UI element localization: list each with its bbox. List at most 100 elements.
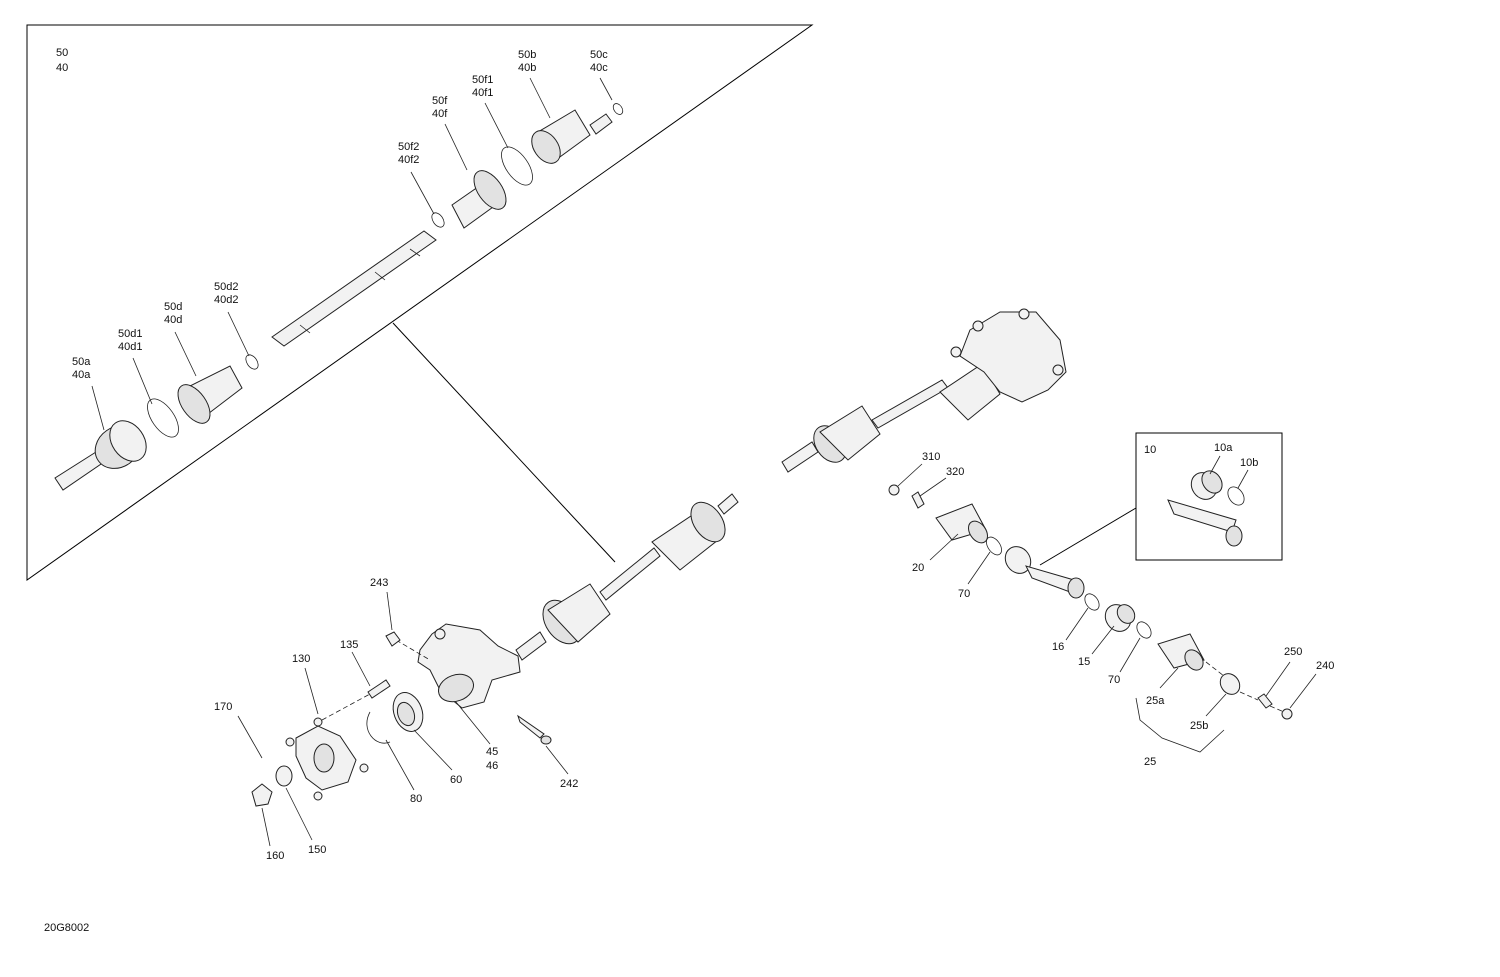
inner-boot — [451, 170, 507, 229]
label-40d2: 40d2 — [214, 294, 238, 306]
label-10a: 10a — [1214, 442, 1233, 454]
label-40f1: 40f1 — [472, 87, 493, 99]
leader-50f1 — [484, 102, 509, 149]
ring-70-lower — [1136, 621, 1152, 639]
clip-16 — [1084, 593, 1100, 611]
washer-310 — [888, 484, 900, 496]
label-160: 160 — [266, 850, 284, 862]
dash-243 — [395, 639, 431, 661]
label-80: 80 — [410, 793, 422, 805]
leader-50b — [529, 77, 551, 119]
half-shaft-assembly — [515, 493, 739, 661]
leader-50d2 — [227, 311, 250, 357]
label-25a: 25a — [1146, 695, 1165, 707]
label-70-lower: 70 — [1108, 674, 1120, 686]
leader-135 — [351, 651, 371, 687]
label-40c: 40c — [590, 62, 608, 74]
leader-10a — [1209, 455, 1221, 475]
label-40f2: 40f2 — [398, 154, 419, 166]
label-320: 320 — [946, 466, 964, 478]
boot-clamp-inner-large — [501, 146, 533, 186]
label-60: 60 — [450, 774, 462, 786]
label-40b: 40b — [518, 62, 536, 74]
label-10b: 10b — [1240, 457, 1258, 469]
label-40f: 40f — [432, 108, 448, 120]
leader-16 — [1065, 607, 1089, 641]
label-40d: 40d — [164, 314, 182, 326]
label-50f: 50f — [432, 95, 448, 107]
leader-250 — [1265, 661, 1291, 697]
circlip — [612, 103, 624, 115]
leader-45 — [455, 701, 491, 745]
label-45: 45 — [486, 746, 498, 758]
leader-50f — [444, 123, 468, 171]
leader-50d1 — [132, 357, 153, 405]
leader-130 — [304, 667, 319, 715]
label-50d2: 50d2 — [214, 281, 238, 293]
label-40a: 40a — [72, 369, 91, 381]
leader-70-lower — [1119, 637, 1141, 673]
label-50d: 50d — [164, 301, 182, 313]
diagram-code: 20G8002 — [44, 922, 89, 934]
leader-150 — [285, 787, 313, 841]
boot-clamp-large — [147, 398, 179, 438]
leader-50d — [174, 331, 197, 377]
label-50f2: 50f2 — [398, 141, 419, 153]
label-150: 150 — [308, 844, 326, 856]
steering-knuckle — [417, 623, 521, 709]
coupler-15 — [1104, 604, 1136, 632]
leader-242 — [545, 745, 569, 775]
bolt-242-head — [540, 735, 552, 745]
inset-frame-triangle — [26, 24, 814, 581]
inset-box-leader — [1039, 507, 1137, 566]
stud-135 — [367, 679, 391, 699]
leader-25a — [1159, 667, 1179, 689]
label-240: 240 — [1316, 660, 1334, 672]
castle-nut — [251, 783, 273, 807]
leader-320 — [919, 477, 947, 497]
label-135: 135 — [340, 639, 358, 651]
label-50d1: 50d1 — [118, 328, 142, 340]
label-16: 16 — [1052, 641, 1064, 653]
label-20: 20 — [912, 562, 924, 574]
sleeve-25a — [1157, 633, 1205, 671]
shaft-16 — [1004, 546, 1085, 599]
label-242: 242 — [560, 778, 578, 790]
leader-70-upper — [967, 551, 991, 585]
nut-243 — [385, 631, 401, 647]
inset-box-10 — [1135, 432, 1283, 561]
washer-240 — [1281, 708, 1293, 720]
leader-25b — [1205, 693, 1227, 717]
dash-25 — [1205, 661, 1225, 677]
leader-240 — [1289, 673, 1317, 709]
leader-10b — [1237, 469, 1249, 489]
leader-243 — [386, 591, 393, 631]
label-310: 310 — [922, 451, 940, 463]
cotter-pin — [253, 743, 263, 759]
leader-50a — [91, 385, 105, 431]
outer-cv-joint — [54, 420, 147, 491]
label-70-upper: 70 — [958, 588, 970, 600]
label-10: 10 — [1144, 444, 1156, 456]
label-50c: 50c — [590, 49, 608, 61]
axle-shaft — [271, 230, 437, 347]
label-15: 15 — [1078, 656, 1090, 668]
outer-boot — [177, 365, 243, 424]
leader-310 — [897, 463, 923, 487]
leader-160 — [261, 807, 271, 847]
differential-axle-assembly — [781, 308, 1067, 473]
leader-60 — [413, 729, 453, 771]
leader-50c — [599, 77, 613, 101]
cap-25b — [1219, 673, 1241, 695]
inner-cv-housing — [531, 109, 613, 164]
bracket-25 — [1135, 697, 1225, 753]
bolt-320 — [911, 491, 925, 509]
leader-15 — [1091, 625, 1115, 655]
bolt-242 — [517, 714, 545, 739]
washer-150 — [275, 765, 293, 787]
label-40: 40 — [56, 62, 68, 74]
label-46: 46 — [486, 760, 498, 772]
wheel-bearing — [392, 692, 424, 732]
